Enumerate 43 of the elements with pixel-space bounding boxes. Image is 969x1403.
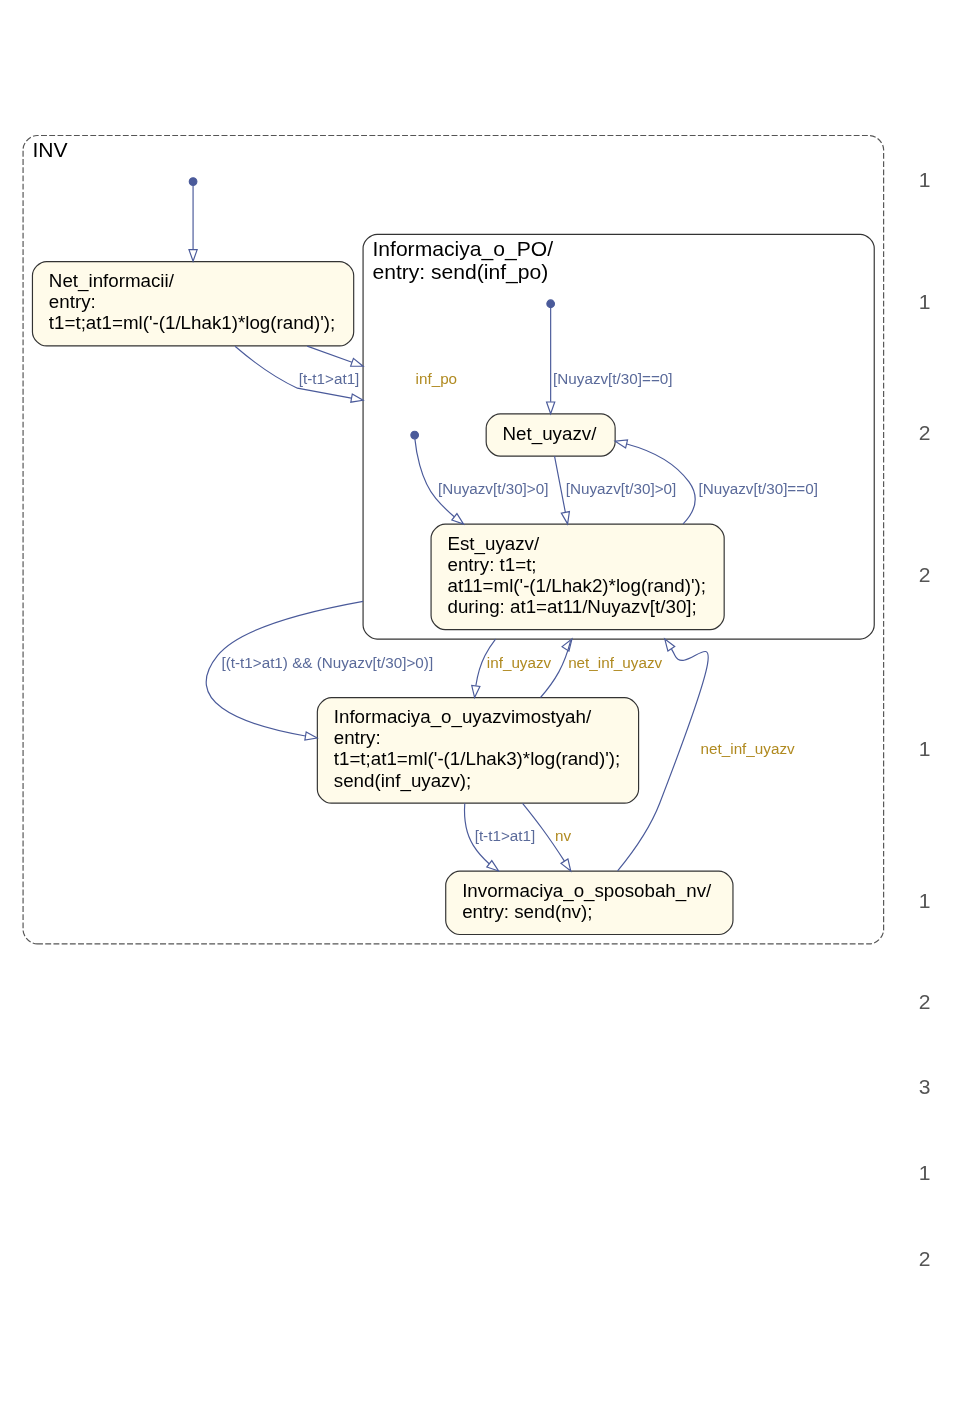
node-box: Est_uyazv/ entry: t1=t; at11=ml('-(1/Lhak2)*log(rand)'); during: at1=at11/Nuyazv[t/30]; (430, 523, 725, 631)
arrow (539, 637, 573, 699)
arrow (233, 345, 365, 403)
edge-label: [Nuyazv[t/30]==0] (552, 369, 672, 387)
arrow (521, 802, 572, 873)
edge-label: inf_uyazv (486, 653, 551, 671)
arrow (187, 185, 198, 264)
arrow (413, 438, 465, 526)
edge-label: [Nuyazv[t/30]==0] (697, 480, 818, 498)
node-box: Net_informacii/ entry: t1=t;at1=ml('-(1/Lhak1)*log(rand)'); (31, 260, 354, 347)
edge-label: [t-t1>at1] (474, 827, 535, 845)
arrow (545, 307, 556, 416)
edge-label: [Nuyazv[t/30]>0] (437, 480, 548, 498)
label: 1 (918, 289, 931, 313)
node-box: Informaciya_o_uyazvimostyah/ entry: t1=t;at1=ml('-(1/Lhak3)*log(rand)'); send(inf_uyazv); (316, 697, 639, 804)
node-box: Net_uyazv/ (485, 413, 616, 457)
edge-label: nv (554, 827, 571, 845)
node-circle (545, 299, 555, 309)
node-circle (409, 430, 419, 440)
label: 3 (918, 1075, 931, 1099)
label: 2 (918, 1246, 931, 1270)
edge-label: [t-t1>at1] (298, 369, 359, 387)
arrow (612, 439, 696, 525)
label: 2 (918, 421, 931, 445)
arrow (616, 637, 709, 872)
label: 1 (918, 889, 931, 913)
arrow (306, 345, 365, 367)
edge-label: net_inf_uyazv (567, 653, 662, 671)
label: 2 (918, 563, 931, 587)
node-circle (188, 177, 197, 186)
arrow (205, 600, 364, 741)
edge-label: [Nuyazv[t/30]>0] (565, 480, 676, 498)
node-box: Invormaciya_o_sposobah_nv/ entry: send(nv); (444, 870, 734, 936)
arrow (553, 455, 570, 526)
edge-label: inf_po (415, 369, 457, 387)
edge-label: net_inf_uyazv (700, 740, 795, 758)
label: 1 (918, 1161, 931, 1185)
label: 1 (918, 167, 931, 191)
arrow (463, 803, 500, 873)
edge-label: [(t-t1>at1) && (Nuyazv[t/30]>0)] (220, 653, 433, 671)
label: 2 (918, 989, 931, 1013)
arrow (470, 638, 496, 700)
label: 1 (918, 736, 931, 760)
